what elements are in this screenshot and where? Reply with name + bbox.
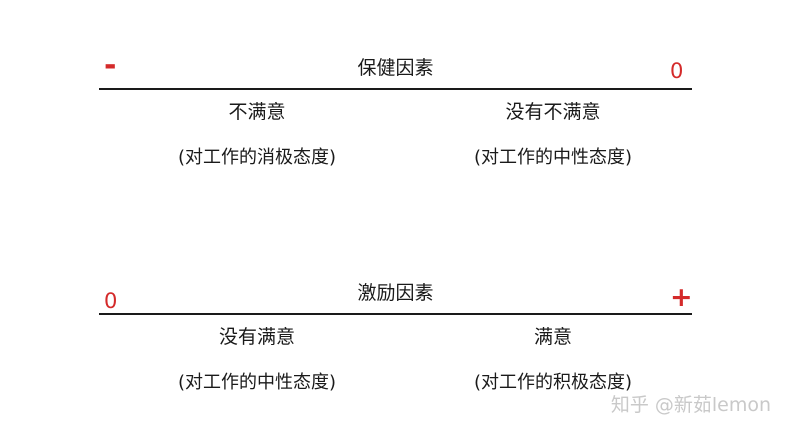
neutral-attitude-text: (对工作的中性态度) (473, 147, 633, 168)
plus-mark: + (670, 282, 693, 313)
hygiene-axis-line (99, 88, 692, 90)
hygiene-factors-title: 保健因素 (357, 57, 434, 79)
zero-mark: 0 (670, 59, 684, 83)
neutral-attitude-text: (对工作的中性态度) (177, 372, 337, 393)
zero-mark: 0 (104, 289, 118, 313)
dissatisfied-label: 不满意 (228, 101, 286, 123)
positive-attitude-text: (对工作的积极态度) (473, 372, 633, 393)
watermark-text: 知乎 @新茹lemon (610, 394, 771, 416)
motivator-axis-line (99, 313, 692, 315)
satisfied-label: 满意 (533, 326, 572, 348)
negative-attitude-text: (对工作的消极态度) (177, 147, 337, 168)
minus-mark: - (104, 48, 117, 83)
no-satisfaction-label: 没有满意 (218, 326, 295, 348)
no-dissatisfaction-label: 没有不满意 (505, 101, 601, 123)
motivator-factors-title: 激励因素 (357, 282, 434, 304)
